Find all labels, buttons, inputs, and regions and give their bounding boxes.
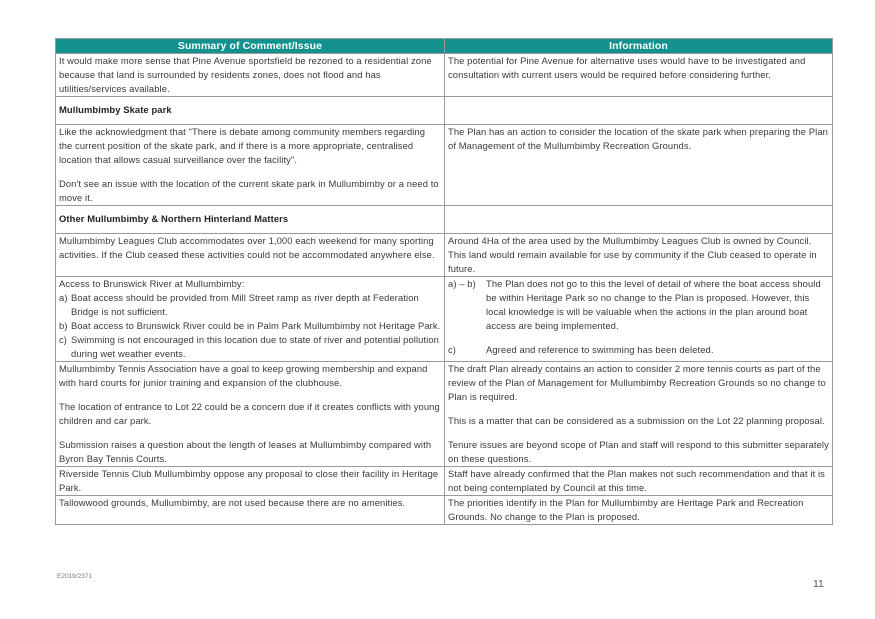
info-cell: a) – b) The Plan does not go to this the… — [444, 276, 833, 362]
comment-paragraph: The location of entrance to Lot 22 could… — [59, 401, 440, 426]
comment-cell: Riverside Tennis Club Mullumbimby oppose… — [55, 466, 445, 496]
info-cell: Staff have already confirmed that the Pl… — [444, 466, 833, 496]
table-row: Tallowwood grounds, Mullumbimby, are not… — [55, 495, 833, 525]
header-summary: Summary of Comment/Issue — [55, 38, 445, 54]
list-item: a) Boat access should be provided from M… — [59, 291, 441, 319]
list-item-label: c) — [59, 334, 68, 345]
section-empty-cell — [444, 205, 833, 234]
info-paragraph: The draft Plan already contains an actio… — [448, 363, 826, 402]
comment-cell: Access to Brunswick River at Mullumbimby… — [55, 276, 445, 362]
header-information: Information — [444, 38, 833, 54]
section-row: Mullumbimby Skate park — [55, 96, 833, 125]
table-row: Mullumbimby Tennis Association have a go… — [55, 361, 833, 467]
info-cell: The draft Plan already contains an actio… — [444, 361, 833, 467]
list-item-text: Swimming is not encouraged in this locat… — [71, 334, 439, 359]
list-item-label: b) — [59, 320, 68, 331]
table-row: Mullumbimby Leagues Club accommodates ov… — [55, 233, 833, 277]
comment-paragraph: Like the acknowledgment that "There is d… — [59, 126, 426, 165]
info-cell: Around 4Ha of the area used by the Mullu… — [444, 233, 833, 277]
list-item-label: c) — [448, 344, 457, 355]
comment-cell: Mullumbimby Tennis Association have a go… — [55, 361, 445, 467]
info-paragraph: Tenure issues are beyond scope of Plan a… — [448, 439, 829, 464]
comment-cell: Tallowwood grounds, Mullumbimby, are not… — [55, 495, 445, 525]
info-paragraph: This is a matter that can be considered … — [448, 415, 825, 426]
info-cell: The priorities identify in the Plan for … — [444, 495, 833, 525]
list-item-label: a) – b) — [448, 278, 476, 289]
comment-intro: Access to Brunswick River at Mullumbimby… — [59, 278, 245, 289]
comment-cell: Mullumbimby Leagues Club accommodates ov… — [55, 233, 445, 277]
section-heading: Mullumbimby Skate park — [55, 96, 445, 125]
info-cell: The potential for Pine Avenue for altern… — [444, 53, 833, 97]
comment-paragraph: Don't see an issue with the location of … — [59, 178, 439, 203]
comment-cell: It would make more sense that Pine Avenu… — [55, 53, 445, 97]
document-reference: E2019/2371 — [57, 573, 93, 580]
list-item-text: Boat access to Brunswick River could be … — [71, 320, 441, 331]
page-number: 11 — [813, 578, 824, 590]
list-item: a) – b) The Plan does not go to this the… — [448, 277, 829, 333]
list-item-text: Agreed and reference to swimming has bee… — [486, 344, 714, 355]
list-item: c) Agreed and reference to swimming has … — [448, 343, 829, 357]
list-item-text: The Plan does not go to this the level o… — [486, 278, 821, 331]
table-row: Like the acknowledgment that "There is d… — [55, 124, 833, 206]
section-heading: Other Mullumbimby & Northern Hinterland … — [55, 205, 445, 234]
comment-paragraph: Submission raises a question about the l… — [59, 439, 432, 464]
comment-cell: Like the acknowledgment that "There is d… — [55, 124, 445, 206]
table-row: Riverside Tennis Club Mullumbimby oppose… — [55, 466, 833, 496]
info-cell: The Plan has an action to consider the l… — [444, 124, 833, 206]
submissions-summary-table: Summary of Comment/Issue Information It … — [55, 38, 833, 525]
list-item-text: Boat access should be provided from Mill… — [71, 292, 419, 317]
section-empty-cell — [444, 96, 833, 125]
table-header-row: Summary of Comment/Issue Information — [55, 38, 833, 54]
table-row: It would make more sense that Pine Avenu… — [55, 53, 833, 97]
table-row: Access to Brunswick River at Mullumbimby… — [55, 276, 833, 362]
list-item-label: a) — [59, 292, 68, 303]
section-row: Other Mullumbimby & Northern Hinterland … — [55, 205, 833, 234]
list-item: b) Boat access to Brunswick River could … — [59, 319, 441, 333]
comment-paragraph: Mullumbimby Tennis Association have a go… — [59, 363, 428, 388]
list-item: c) Swimming is not encouraged in this lo… — [59, 333, 441, 361]
